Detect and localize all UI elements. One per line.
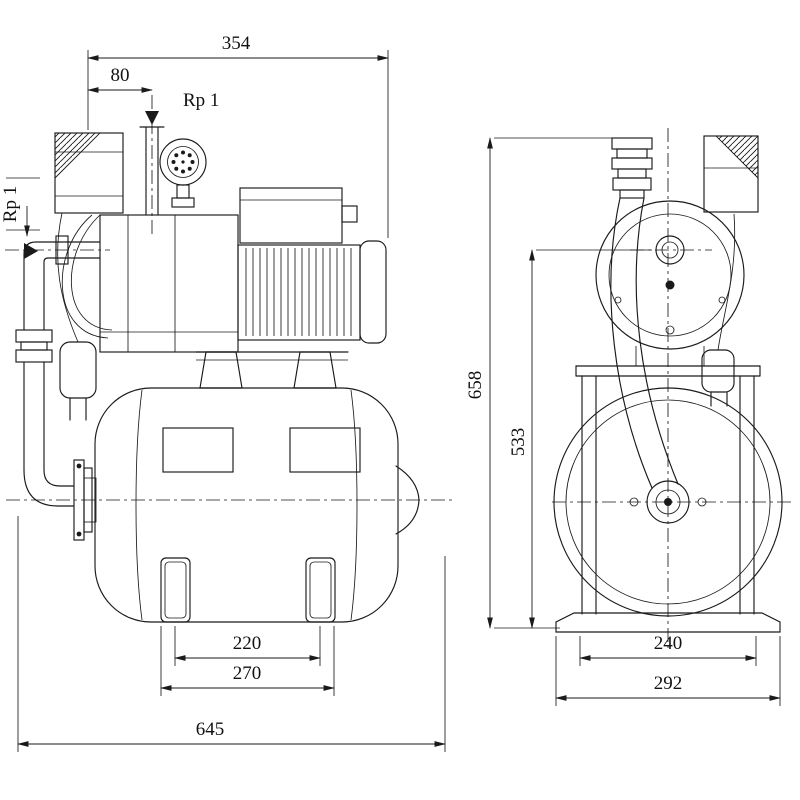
suction-port-callout: Rp 1 [0, 177, 40, 259]
motor [237, 187, 387, 344]
suction-port-label: Rp 1 [0, 186, 21, 222]
side-view: 658 533 240 292 [465, 128, 795, 706]
pressure-gauge [159, 138, 207, 208]
tank-label-plate [289, 427, 361, 473]
power-plug [57, 212, 97, 421]
junction-box [703, 135, 759, 213]
dim-foot-width-label: 270 [233, 663, 262, 684]
dim-overall-length: 645 [17, 516, 446, 752]
suction-piping [15, 235, 101, 541]
dim-overall-length-label: 645 [196, 719, 225, 740]
tank-label-plate [162, 427, 234, 473]
pressure-tank [94, 387, 420, 623]
flexible-hose [610, 197, 679, 489]
front-view: 354 80 Rp 1 Rp 1 [0, 33, 456, 752]
pump-bracket [195, 351, 349, 389]
dim-overall-width-label: 354 [222, 33, 251, 54]
discharge-port-label: Rp 1 [183, 90, 219, 111]
discharge-pipe [145, 127, 159, 216]
pump-end-view [595, 200, 745, 366]
dim-base-width: 292 [555, 636, 781, 706]
dim-overall-height: 658 [465, 137, 612, 629]
dim-overall-height-label: 658 [465, 371, 486, 400]
dim-base-inner-label: 240 [654, 633, 683, 654]
pressure-switch-box [54, 132, 124, 214]
discharge-port-callout: Rp 1 [139, 90, 219, 128]
dim-foot-spacing: 220 [174, 626, 321, 666]
dim-base-width-label: 292 [654, 673, 683, 694]
dim-port-height-label: 533 [508, 428, 529, 457]
port-arrow-icon [24, 243, 38, 259]
dim-overall-width: 354 [87, 33, 389, 238]
power-plug-side [701, 213, 736, 407]
dim-foot-width: 270 [160, 626, 335, 696]
dim-port-offset: 80 [87, 65, 153, 93]
tank-end-view [553, 387, 783, 617]
motor-fins [245, 248, 352, 336]
tank-foot [305, 557, 336, 623]
tank-end-tab [395, 465, 420, 535]
tank-foot [160, 557, 191, 623]
dim-port-offset-label: 80 [111, 65, 130, 86]
pump-housing [61, 214, 239, 353]
port-arrow-icon [145, 111, 159, 125]
dim-port-height: 533 [508, 249, 652, 629]
elbow-fitting [611, 137, 653, 199]
dim-base-inner: 240 [579, 633, 757, 666]
dim-foot-spacing-label: 220 [233, 633, 262, 654]
stand-base [555, 612, 781, 633]
